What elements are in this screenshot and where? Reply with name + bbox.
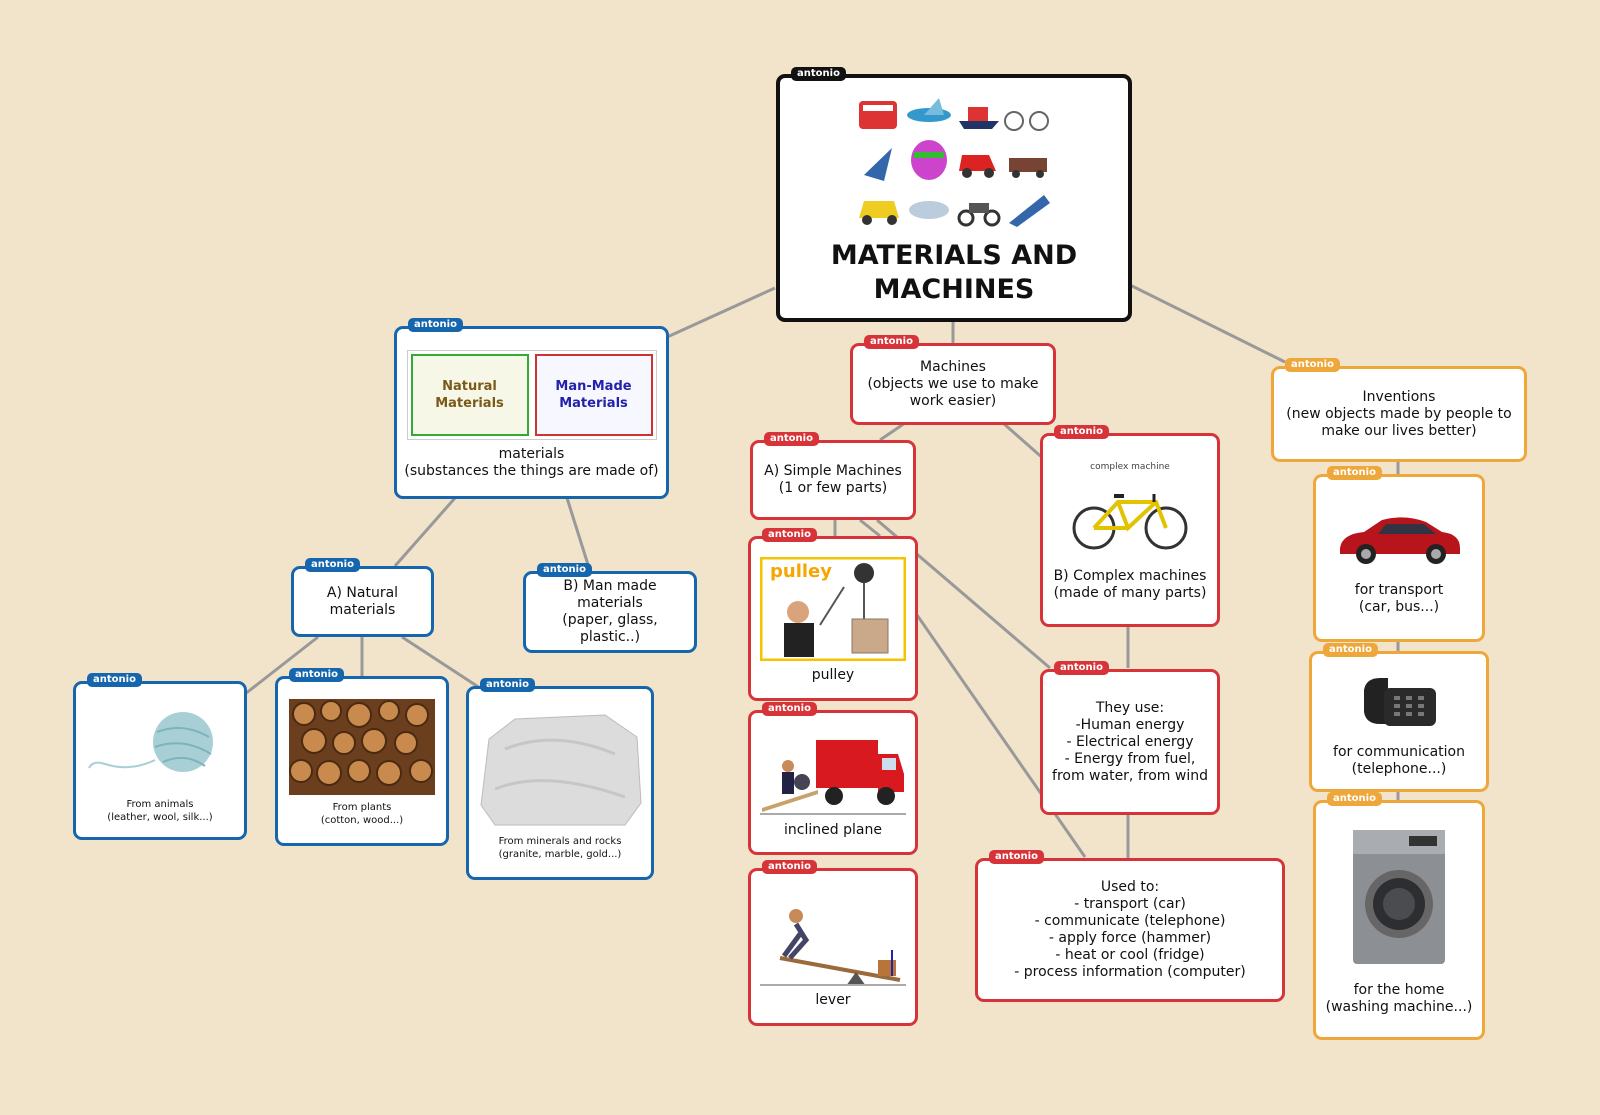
communication-node[interactable]: antonio for communication (telephone...) (1309, 643, 1489, 792)
author-tag: antonio (480, 678, 535, 692)
author-tag: antonio (1054, 425, 1109, 439)
washing-machine-icon (1353, 830, 1445, 964)
inventions-label: Inventions (new objects made by people t… (1286, 388, 1512, 439)
author-tag: antonio (762, 702, 817, 716)
machines-label: Machines (objects we use to make work ea… (867, 358, 1039, 409)
pulley-image: pulley (760, 557, 906, 661)
machines-node[interactable]: antonio Machines (objects we use to make… (850, 335, 1056, 425)
bicycle-icon (1072, 493, 1188, 549)
author-tag: antonio (408, 318, 463, 332)
complex-machine-caption: complex machine (1090, 461, 1170, 472)
transport-node[interactable]: antonio for transport (car, bus...) (1313, 466, 1485, 642)
author-tag: antonio (764, 432, 819, 446)
natural-materials-image: Natural Materials (410, 353, 529, 436)
author-tag: antonio (1285, 358, 1340, 372)
materials-label: materials (substances the things are mad… (404, 445, 659, 479)
car-icon (1340, 517, 1460, 564)
from-animals-label: From animals (leather, wool, silk...) (107, 798, 213, 823)
manmade-materials-node[interactable]: antonio B) Man made materials (paper, gl… (523, 563, 697, 653)
natural-materials-node[interactable]: antonio A) Natural materials (291, 558, 434, 637)
natural-materials-label: A) Natural materials (326, 584, 399, 618)
lever-node[interactable]: antonio lever (748, 860, 918, 1026)
from-animals-node[interactable]: antonio From animals (leather, wool, sil… (73, 673, 247, 840)
complex-machines-label: B) Complex machines (made of many parts) (1053, 567, 1207, 601)
used-to-node[interactable]: antonio Used to: - transport (car) - com… (975, 850, 1285, 1002)
pulley-node[interactable]: antonio pulley pulley (748, 528, 918, 701)
manmade-materials-image: Man-Made Materials (534, 353, 653, 436)
lever-image (760, 908, 906, 986)
telephone-icon (1364, 677, 1436, 726)
root-title: MATERIALS AND MACHINES (830, 240, 1078, 305)
root-node[interactable]: antonio MATERIALS AND MACHINES (776, 67, 1132, 322)
communication-label: for communication (telephone...) (1333, 743, 1465, 777)
materials-node[interactable]: antonio Natural Materials Man-Made Mater… (394, 318, 669, 499)
vehicles-icon (859, 98, 1050, 227)
author-tag: antonio (1323, 643, 1378, 657)
transport-label: for transport (car, bus...) (1354, 582, 1444, 615)
lever-label: lever (815, 991, 851, 1008)
inclined-plane-image (760, 740, 906, 815)
inventions-node[interactable]: antonio Inventions (new objects made by … (1271, 358, 1527, 462)
home-node[interactable]: antonio for the home (washing machine...… (1313, 792, 1485, 1040)
pulley-image-text: pulley (770, 561, 832, 582)
simple-machines-label: A) Simple Machines (1 or few parts) (764, 463, 902, 496)
from-plants-label: From plants (cotton, wood...) (320, 802, 404, 826)
author-tag: antonio (305, 558, 360, 572)
wool-ball-icon (88, 711, 213, 772)
manmade-materials-label: B) Man made materials (paper, glass, pla… (562, 578, 658, 645)
used-to-label: Used to: - transport (car) - communicate… (1014, 879, 1246, 980)
pulley-label: pulley (811, 667, 855, 683)
home-label: for the home (washing machine...) (1325, 982, 1473, 1015)
from-minerals-node[interactable]: antonio From minerals and rocks (granite… (466, 678, 654, 880)
firewood-icon (289, 699, 435, 795)
author-tag: antonio (762, 860, 817, 874)
from-minerals-label: From minerals and rocks (granite, marble… (498, 836, 622, 860)
marble-rock-icon (480, 714, 642, 826)
simple-machines-node[interactable]: antonio A) Simple Machines (1 or few par… (750, 432, 916, 520)
from-plants-node[interactable]: antonio From plants (cotton, wood...) (275, 668, 449, 846)
materials-image: Natural Materials Man-Made Materials (406, 349, 657, 440)
complex-machines-node[interactable]: antonio complex machine B) Complex machi… (1040, 425, 1220, 627)
author-tag: antonio (1327, 792, 1382, 806)
author-tag: antonio (989, 850, 1044, 864)
author-tag: antonio (864, 335, 919, 349)
manmade-materials-image-text: Man-Made Materials (555, 378, 632, 411)
author-tag: antonio (1327, 466, 1382, 480)
natural-materials-image-text: Natural Materials (435, 378, 504, 411)
author-tag: antonio (1054, 661, 1109, 675)
author-tag: antonio (537, 563, 592, 577)
inclined-plane-node[interactable]: antonio inclined plane (748, 702, 918, 855)
author-tag: antonio (289, 668, 344, 682)
author-tag: antonio (87, 673, 142, 687)
author-tag: antonio (791, 67, 846, 81)
author-tag: antonio (762, 528, 817, 542)
energy-node[interactable]: antonio They use: -Human energy - Electr… (1040, 661, 1220, 815)
energy-label: They use: -Human energy - Electrical ene… (1052, 699, 1208, 784)
inclined-plane-label: inclined plane (784, 822, 882, 838)
